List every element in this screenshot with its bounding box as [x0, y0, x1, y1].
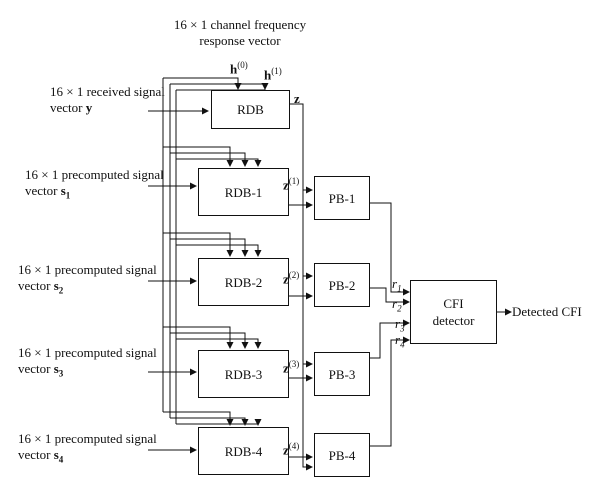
z4-label: z(4)	[283, 438, 299, 458]
input-label-y: 16 × 1 received signal vector y	[50, 84, 165, 116]
header-label: 16 × 1 channel frequency response vector	[160, 17, 320, 49]
r2-subscript: 2	[397, 303, 402, 314]
input-subscript: 4	[58, 454, 64, 465]
input-vector: y	[85, 100, 93, 115]
z4-superscript: (4)	[288, 441, 300, 451]
z4-symbol: z	[283, 442, 289, 458]
input-line-1: 16 × 1 received signal	[50, 84, 165, 99]
r3-subscript: 3	[400, 323, 405, 334]
z1-superscript: (1)	[288, 176, 300, 186]
input-label-s3: 16 × 1 precomputed signal vector s3	[18, 345, 157, 382]
h0-superscript: (0)	[237, 60, 248, 70]
header-line-1: 16 × 1 channel frequency	[173, 17, 307, 32]
z-symbol: z	[294, 91, 300, 106]
input-line-1: 16 × 1 precomputed signal	[25, 167, 164, 182]
z3-superscript: (3)	[288, 359, 300, 369]
pb-2-block: PB-2	[314, 263, 370, 307]
input-subscript: 2	[58, 285, 64, 296]
input-line-2: vector	[18, 278, 51, 293]
input-line-2: vector	[18, 361, 51, 376]
input-vector: s	[53, 278, 59, 293]
input-label-s1: 16 × 1 precomputed signal vector s1	[25, 167, 164, 204]
input-vector: s	[60, 183, 66, 198]
h0-label: h(0)	[230, 57, 248, 77]
input-line-1: 16 × 1 precomputed signal	[18, 431, 157, 446]
r3-label: r3	[395, 316, 405, 337]
r4-subscript: 4	[400, 339, 405, 350]
input-subscript: 3	[58, 368, 64, 379]
r4-symbol: r	[395, 332, 401, 347]
input-line-2: vector	[25, 183, 58, 198]
z1-symbol: z	[283, 177, 289, 193]
z-label: z	[294, 91, 300, 107]
input-label-s2: 16 × 1 precomputed signal vector s2	[18, 262, 157, 299]
input-line-1: 16 × 1 precomputed signal	[18, 345, 157, 360]
h1-label: h(1)	[264, 63, 282, 83]
input-vector: s	[53, 361, 59, 376]
cfi-detector-line-1: CFI	[443, 296, 464, 311]
rdb-1-block: RDB-1	[198, 168, 289, 216]
rdb-3-block: RDB-3	[198, 350, 289, 398]
r1-symbol: r	[392, 276, 398, 291]
z2-label: z(2)	[283, 267, 299, 287]
output-label: Detected CFI	[512, 304, 582, 319]
z3-label: z(3)	[283, 356, 299, 376]
rdb-2-block: RDB-2	[198, 258, 289, 306]
r4-label: r4	[395, 332, 405, 353]
z2-symbol: z	[283, 271, 289, 287]
pb-3-block: PB-3	[314, 352, 370, 396]
input-subscript: 1	[65, 190, 71, 201]
r1-label: r1	[392, 276, 402, 297]
input-line-2: vector	[50, 100, 83, 115]
header-line-2: response vector	[199, 33, 281, 48]
pb-4-block: PB-4	[314, 433, 370, 477]
r2-label: r2	[392, 296, 402, 317]
cfi-detector-block: CFI detector	[410, 280, 497, 344]
h1-superscript: (1)	[271, 66, 282, 76]
h0-symbol: h	[230, 61, 238, 77]
rdb-4-block: RDB-4	[198, 427, 289, 475]
r1-subscript: 1	[397, 283, 402, 294]
pb-1-block: PB-1	[314, 176, 370, 220]
z2-superscript: (2)	[288, 270, 300, 280]
z3-symbol: z	[283, 360, 289, 376]
input-line-2: vector	[18, 447, 51, 462]
rdb-block: RDB	[211, 90, 290, 129]
input-label-s4: 16 × 1 precomputed signal vector s4	[18, 431, 157, 468]
z1-label: z(1)	[283, 173, 299, 193]
r2-symbol: r	[392, 296, 398, 311]
r3-symbol: r	[395, 316, 401, 331]
input-line-1: 16 × 1 precomputed signal	[18, 262, 157, 277]
input-vector: s	[53, 447, 59, 462]
h1-symbol: h	[264, 67, 272, 83]
cfi-detector-line-2: detector	[432, 313, 475, 328]
